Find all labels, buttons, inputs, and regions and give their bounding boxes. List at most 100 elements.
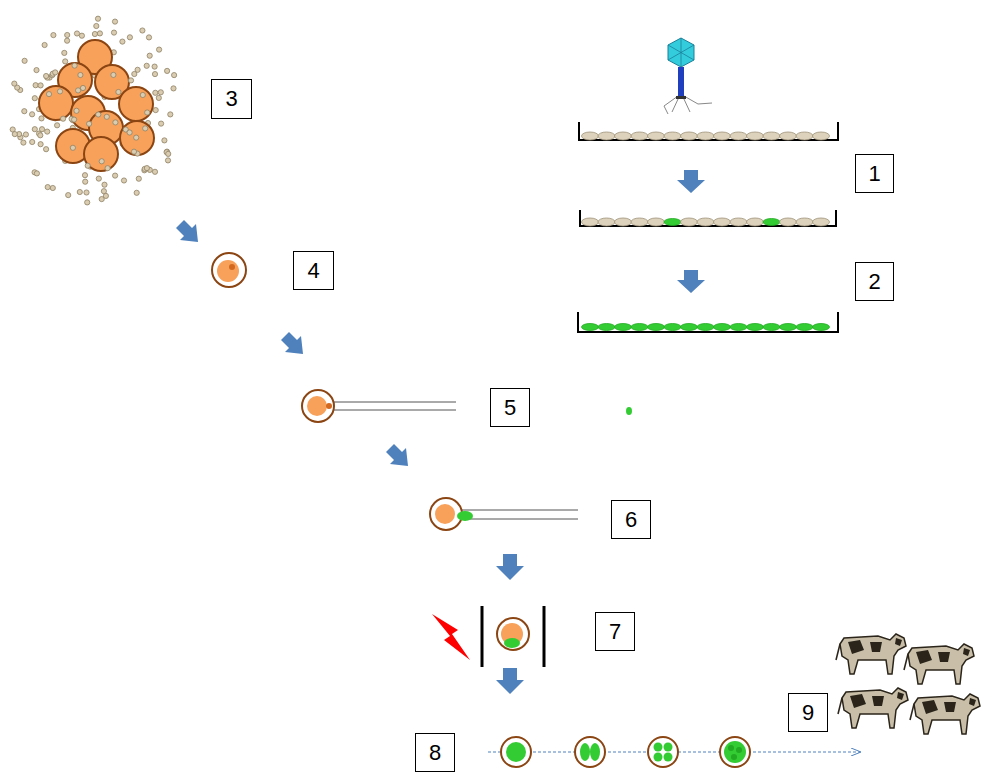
cumulus-cell [72,63,77,68]
callout-number: 1 [868,163,880,185]
cultured-cell [582,324,599,331]
cumulus-cell [102,182,107,187]
cumulus-cell [143,126,148,131]
cumulus-cell [92,31,97,36]
cultured-cell [648,324,665,331]
cell-injection [430,498,578,530]
cultured-cell [631,218,648,226]
cultured-cell [796,218,813,226]
cow [838,688,908,728]
cumulus-cell [32,127,37,132]
cumulus-cell [134,190,139,195]
cumulus-cell [66,193,71,198]
cumulus-cell [121,178,126,183]
cumulus-cell [23,132,28,137]
electrofusion [432,606,544,667]
cultured-cell [730,132,747,140]
cumulus-cell [53,70,58,75]
cumulus-cell [70,145,75,150]
cumulus-cell [84,190,89,195]
callout-number: 3 [225,88,237,110]
callout-box: 6 [611,500,651,539]
cumulus-cell [113,120,118,125]
callout-box: 2 [855,262,894,301]
callout-number: 2 [868,271,880,293]
cumulus-cell [45,129,50,134]
cultured-cell [681,324,698,331]
cultured-cell [615,132,632,140]
cumulus-cell [62,50,67,55]
embryo-development [488,737,860,767]
cumulus-cell [140,92,145,97]
cumulus-cell [152,72,157,77]
cultured-cell [697,324,714,331]
cumulus-cell [136,176,141,181]
cumulus-cell [51,33,56,38]
cow [904,644,974,684]
oocyte [212,253,246,287]
callout-box: 9 [788,693,828,732]
cumulus-cell [57,89,62,94]
cumulus-cell [120,39,125,44]
cultured-cell [664,219,681,226]
callout-number: 6 [625,509,637,531]
cumulus-cell [165,158,170,163]
enucleation [302,390,632,422]
cumulus-cell [127,35,132,40]
cumulus-cell [162,138,167,143]
cumulus-cell [153,90,158,95]
step-arrows [176,170,705,694]
cultured-cell [648,132,665,140]
cumulus-cell [95,16,100,21]
callout-box: 8 [415,733,455,772]
oocyte-cluster [39,40,154,171]
cumulus-cell [96,112,101,117]
cumulus-cell [32,96,37,101]
cultured-cell [631,324,648,331]
cumulus-cell [61,116,66,121]
cumulus-cell [79,33,84,38]
cultured-cell [664,132,681,140]
cultured-cell [664,324,681,331]
cultured-cell [813,218,830,226]
cumulus-cell [146,35,151,40]
cumulus-cell [156,95,161,100]
cumulus-cell [116,89,121,94]
cultured-cell [631,132,648,140]
cumulus-cell [74,31,79,36]
cumulus-cell [131,149,136,154]
cumulus-cell [171,86,176,91]
cultured-cell [697,218,714,226]
cumulus-cell [144,63,149,68]
cultured-cell [813,324,830,331]
cumulus-cell [38,83,43,88]
cumulus-cell [38,133,43,138]
cumulus-cell [111,72,116,77]
cumulus-cell [144,166,149,171]
cumulus-cell [72,117,77,122]
cumulus-cell [83,179,88,184]
cell-dots-front [12,16,173,195]
cumulus-cell [159,121,164,126]
cultured-cell [747,218,764,226]
cumulus-cell [46,92,51,97]
cumulus-cell [34,171,39,176]
cell-dots [10,28,177,205]
cultured-cell [796,324,813,331]
cumulus-cell [96,176,101,181]
cultured-cell [714,324,731,331]
callout-number: 4 [307,260,319,282]
cumulus-cell [22,109,27,114]
cultured-cell [648,218,665,226]
cumulus-cell [22,58,27,63]
cumulus-cell [77,189,82,194]
cumulus-cell [76,88,81,93]
cumulus-cell [39,116,44,121]
cumulus-cell [132,71,137,76]
cumulus-cell [157,47,162,52]
cumulus-cell [85,200,90,205]
cumulus-cell [85,163,90,168]
cultured-cell [780,132,797,140]
cultured-cell [615,324,632,331]
cultured-cell [747,324,764,331]
